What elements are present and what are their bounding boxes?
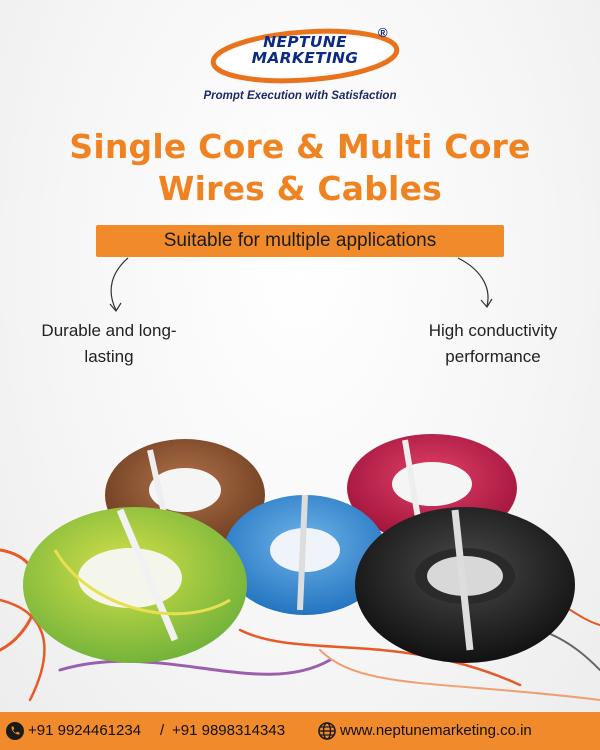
blue-cable-coil: [223, 494, 387, 615]
applications-banner: Suitable for multiple applications: [96, 225, 504, 257]
feature-conductivity-line1: High conductivity: [428, 321, 558, 340]
brand-tagline: Prompt Execution with Satisfaction: [203, 90, 397, 102]
logo-swoosh: [210, 28, 400, 84]
brand-name: NEPTUNE MARKETING: [230, 34, 380, 66]
brand-logo: NEPTUNE MARKETING: [200, 24, 400, 94]
green-yellow-cable-coil: [23, 507, 247, 663]
loose-wires: [0, 548, 600, 702]
contact-footer: +91 9924461234 / +91 9898314343 www.nept…: [0, 712, 600, 750]
phone-number-2[interactable]: +91 9898314343: [172, 722, 286, 739]
page-headline: Single Core & Multi Core Wires & Cables: [0, 126, 600, 210]
feature-durable-line1: Durable and long-: [41, 321, 177, 340]
globe-icon: [318, 722, 336, 740]
headline-line2: Wires & Cables: [157, 169, 442, 208]
feature-durable: Durable and long- lasting: [14, 318, 204, 370]
feature-conductivity-line2: performance: [445, 347, 541, 366]
headline-line1: Single Core & Multi Core: [69, 127, 531, 166]
website-link[interactable]: www.neptunemarketing.co.in: [340, 722, 532, 739]
brand-name-line1: NEPTUNE: [263, 33, 347, 51]
feature-durable-line2: lasting: [84, 347, 134, 366]
phone-icon: [6, 722, 24, 740]
phone-number-1[interactable]: +91 9924461234: [28, 722, 142, 739]
phone-separator: /: [160, 722, 165, 739]
cable-coils-illustration: [0, 434, 600, 702]
registered-mark: ®: [378, 25, 388, 40]
brand-name-line2: MARKETING: [251, 49, 359, 67]
feature-conductivity: High conductivity performance: [398, 318, 588, 370]
black-cable-coil: [355, 507, 575, 663]
